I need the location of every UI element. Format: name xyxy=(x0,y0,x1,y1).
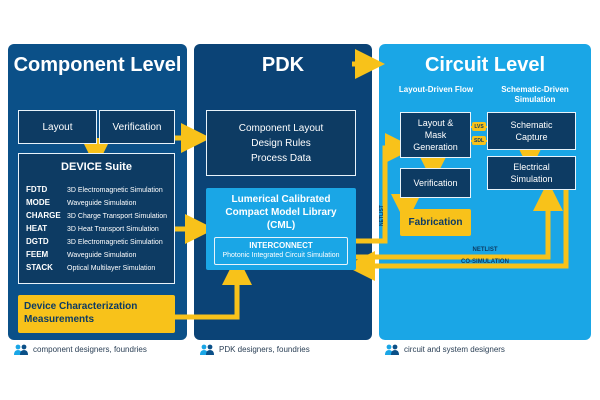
people-icon xyxy=(200,344,214,355)
tool-name: FEEM xyxy=(26,250,49,259)
netlist-vertical-label: NETLIST xyxy=(379,205,385,227)
footer-component-text: component designers, foundries xyxy=(33,345,147,354)
pdk-item-component-layout: Component Layout xyxy=(238,122,324,134)
sdl-badge: SDL xyxy=(472,136,486,145)
tool-row-feem: FEEM Waveguide Simulation xyxy=(26,250,136,259)
component-level-title: Component Level xyxy=(13,54,182,76)
footer-pdk-text: PDK designers, foundries xyxy=(219,345,310,354)
tool-name: DGTD xyxy=(26,237,49,246)
device-suite-box: DEVICE Suite FDTD 3D Electromagnetic Simu… xyxy=(18,153,175,284)
layout-flow-title: Layout-Driven Flow xyxy=(398,85,474,94)
footer-component: component designers, foundries xyxy=(14,344,147,355)
footer-circuit-text: circuit and system designers xyxy=(404,345,505,354)
arrow-characterization-to-cml xyxy=(175,255,252,320)
tool-list: FDTD 3D Electromagnetic Simulation MODE Wa… xyxy=(26,185,172,285)
tool-description: 3D Charge Transport Simulation xyxy=(67,213,167,220)
layout-mask-box: Layout & Mask Generation xyxy=(400,112,471,158)
people-icon xyxy=(385,344,399,355)
cml-title: Lumerical Calibrated Compact Model Libra… xyxy=(225,194,337,231)
tool-description: Waveguide Simulation xyxy=(67,200,137,207)
pdk-item-process-data: Process Data xyxy=(250,152,312,164)
tool-row-fdtd: FDTD 3D Electromagnetic Simulation xyxy=(26,185,163,194)
tool-description: Optical Multilayer Simulation xyxy=(67,265,156,272)
people-icon xyxy=(14,344,28,355)
verification-box: Verification xyxy=(99,110,175,144)
cml-box: Lumerical Calibrated Compact Model Libra… xyxy=(206,188,356,270)
tool-description: 3D Electromagnetic Simulation xyxy=(67,187,163,194)
netlist-label: NETLIST xyxy=(472,247,498,253)
tool-row-stack: STACK Optical Multilayer Simulation xyxy=(26,263,155,272)
arrow-netlist-to-electrical xyxy=(356,181,563,260)
interconnect-box: INTERCONNECT Photonic Integrated Circuit… xyxy=(214,237,348,265)
arrow-netlist-to-layout xyxy=(356,133,415,244)
electrical-simulation-box: Electrical Simulation xyxy=(487,156,576,190)
tool-name: CHARGE xyxy=(26,211,61,220)
footer-circuit: circuit and system designers xyxy=(385,344,505,355)
tool-description: Waveguide Simulation xyxy=(67,252,137,259)
layout-box: Layout xyxy=(18,110,97,144)
schematic-capture-box: Schematic Capture xyxy=(487,112,576,150)
tool-name: HEAT xyxy=(26,224,48,233)
circuit-verification-box: Verification xyxy=(400,168,471,198)
footer-pdk: PDK designers, foundries xyxy=(200,344,310,355)
circuit-level-title: Circuit Level xyxy=(424,54,546,76)
arrow-cosimulation xyxy=(345,190,569,281)
tool-row-heat: HEAT 3D Heat Transport Simulation xyxy=(26,224,159,233)
interconnect-title: INTERCONNECT xyxy=(249,241,313,250)
interconnect-subtitle: Photonic Integrated Circuit Simulation xyxy=(222,252,340,259)
tool-row-charge: CHARGE 3D Charge Transport Simulation xyxy=(26,211,167,220)
tool-description: 3D Heat Transport Simulation xyxy=(67,226,159,233)
fabrication-box: Fabrication xyxy=(400,209,471,236)
device-suite-title: DEVICE Suite xyxy=(61,161,132,173)
lvs-badge: LVS xyxy=(472,122,486,131)
tool-row-mode: MODE Waveguide Simulation xyxy=(26,198,136,207)
tool-name: FDTD xyxy=(26,185,48,194)
pdk-contents-box: Component Layout Design Rules Process Da… xyxy=(206,110,356,176)
tool-description: 3D Electromagnetic Simulation xyxy=(67,239,163,246)
cosimulation-label: CO-SIMULATION xyxy=(461,259,509,265)
tool-row-dgtd: DGTD 3D Electromagnetic Simulation xyxy=(26,237,163,246)
schematic-flow-title: Schematic-Driven Simulation xyxy=(501,85,569,104)
tool-name: STACK xyxy=(26,263,53,272)
tool-name: MODE xyxy=(26,198,50,207)
pdk-title: PDK xyxy=(261,54,305,76)
pdk-item-design-rules: Design Rules xyxy=(251,137,311,149)
characterization-box: Device Characterization Measurements xyxy=(18,295,175,333)
